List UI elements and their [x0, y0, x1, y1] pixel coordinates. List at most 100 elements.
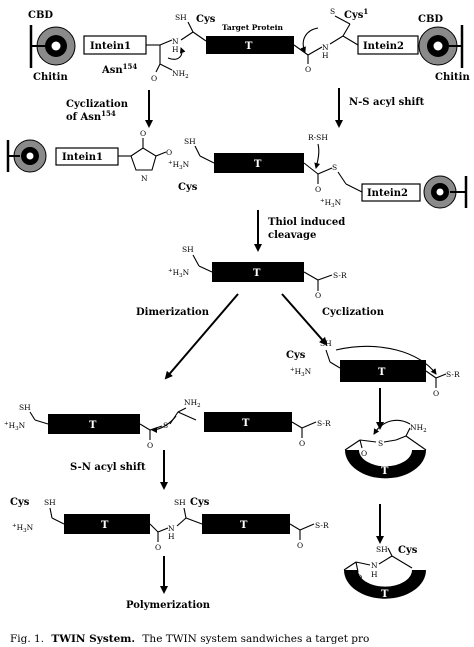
target-protein-box — [214, 153, 304, 173]
n-label: N — [168, 524, 175, 533]
svg-text:Fig. 1. TWIN System.: Fig. 1. TWIN System. The TWIN system san… — [10, 633, 369, 645]
n-label: N — [172, 37, 179, 46]
nh2-label: NH2 — [172, 69, 189, 80]
target-protein-box — [340, 360, 426, 382]
t-label: T — [253, 268, 261, 279]
sh-label: SH — [44, 498, 56, 507]
target-protein-box — [204, 412, 292, 432]
t-label: T — [381, 466, 389, 477]
o-label: O — [140, 129, 146, 138]
h3n-label: +H3N — [4, 421, 26, 432]
cbd-left-label: CBD — [28, 10, 53, 21]
o-label: O — [433, 389, 439, 398]
dimer-intermediate: SH +H3N T O S NH2 T O S-R — [4, 398, 331, 450]
figure-caption: Fig. 1. TWIN System. The TWIN system san… — [10, 633, 369, 645]
s-label: S — [378, 439, 383, 448]
sr-label: S-R — [315, 521, 329, 530]
chitin-right-label: Chitin — [435, 72, 470, 83]
cyclic-product: T O N H SH Cys — [343, 545, 426, 600]
asn154-label: Asn154 — [101, 62, 137, 76]
o-label: O — [305, 65, 311, 74]
cbd-right-icon — [418, 26, 462, 66]
h3n-label: +H3N — [168, 268, 190, 279]
caption-text: The TWIN system sandwiches a target pro — [142, 633, 369, 645]
cys-label: Cys — [178, 182, 198, 193]
cys-label: Cys — [190, 497, 210, 508]
cyclization-precursor: Cys SH +H3N T O S-R — [286, 339, 460, 398]
caption-title: TWIN System. — [51, 633, 135, 645]
o-label: O — [315, 185, 321, 194]
h-label: H — [322, 51, 329, 60]
sh-label: SH — [182, 245, 194, 254]
target-protein-label: Target Protein — [222, 23, 283, 32]
arrow-cyclization — [281, 293, 328, 346]
sh-label: SH — [320, 339, 332, 348]
n-label: N — [141, 174, 148, 183]
cyclization-label: Cyclization — [322, 307, 385, 318]
cys-label: Cys — [196, 14, 216, 25]
sh-label: SH — [184, 137, 196, 146]
o-label: O — [147, 441, 153, 450]
o-label: O — [315, 291, 321, 300]
t-label: T — [381, 589, 389, 600]
arrow-dimerization — [164, 293, 239, 380]
t-label: T — [378, 367, 386, 378]
thioester-protein: SH +H3N T O S-R — [168, 245, 347, 300]
cys-label: Cys — [10, 497, 30, 508]
caption-fig: Fig. 1. — [10, 633, 44, 645]
o-label: O — [361, 449, 367, 458]
t-label: T — [89, 420, 97, 431]
h3n-label: +H3N — [320, 198, 342, 209]
sh-label: SH — [174, 498, 186, 507]
o-label: O — [297, 541, 303, 550]
o-label: O — [299, 439, 305, 448]
target-protein-box — [48, 414, 140, 434]
h3n-label: +H3N — [168, 160, 190, 171]
cyclic-thioester-intermediate: T O S NH2 — [344, 419, 427, 479]
nh2-label: NH2 — [184, 398, 201, 409]
thiol-label: Thiol induced — [268, 217, 345, 228]
t-label: T — [254, 159, 262, 170]
dimerization-label: Dimerization — [136, 307, 210, 318]
intein2-label: Intein2 — [363, 41, 404, 52]
polymerization-label: Polymerization — [126, 600, 211, 611]
ns-acyl-label: N-S acyl shift — [349, 97, 425, 108]
rsh-label: R-SH — [308, 133, 328, 142]
t-label: T — [240, 520, 248, 531]
h3n-label: +H3N — [12, 523, 34, 534]
thiol-label-2: cleavage — [268, 230, 316, 241]
sr-label: S-R — [317, 419, 331, 428]
cbd-right-label: CBD — [418, 14, 443, 25]
s-label: S — [332, 163, 337, 172]
h-label: H — [371, 570, 378, 579]
target-protein-box — [212, 262, 304, 282]
o-label: O — [151, 74, 157, 83]
h-label: H — [168, 532, 175, 541]
nh2-label: NH2 — [410, 423, 427, 434]
target-protein-box — [202, 514, 290, 534]
t-label: T — [245, 41, 253, 52]
s-label: S — [330, 7, 335, 16]
intein2-label: Intein2 — [367, 188, 408, 199]
intein2-box — [357, 35, 419, 55]
thioester-intermediate: SH +H3N Cys T O S R-SH +H3N Intein2 — [168, 133, 468, 209]
cbd-left-icon — [31, 26, 76, 66]
intein1-label: Intein1 — [62, 152, 103, 163]
o-label: O — [166, 148, 172, 157]
h3n-label: +H3N — [290, 367, 312, 378]
o-label: O — [155, 543, 161, 552]
sr-label: S-R — [333, 271, 347, 280]
cys-label: Cys — [398, 545, 418, 556]
h-label: H — [172, 45, 179, 54]
intein1-label: Intein1 — [90, 41, 131, 52]
n-label: N — [322, 43, 329, 52]
target-protein-box — [206, 36, 294, 54]
t-label: T — [242, 418, 250, 429]
dimer-product: Cys SH +H3N T O N H SH Cys T O S-R — [10, 497, 329, 552]
target-protein-box — [64, 514, 150, 534]
precursor-construct: CBD Chitin Intein1 O NH2 Asn154 N H SH C… — [28, 7, 470, 83]
sh-label: SH — [175, 13, 187, 22]
cyclization-asn-label-2: of Asn154 — [66, 109, 116, 123]
cyclization-asn-label: Cyclization — [66, 99, 129, 110]
